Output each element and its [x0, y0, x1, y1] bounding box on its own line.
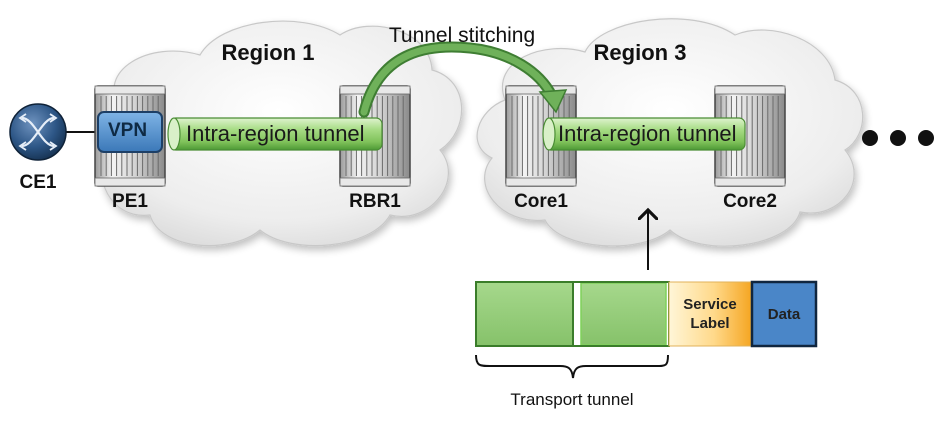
- data-label: Data: [767, 306, 801, 323]
- ellipsis-more-regions: [862, 130, 934, 146]
- transport-tunnel-brace: [475, 354, 669, 379]
- vpn-instance: [97, 111, 163, 153]
- region-3-label: Region 3: [593, 40, 687, 65]
- transport-label-2: [580, 282, 667, 346]
- pe1-label: PE1: [112, 191, 148, 212]
- transport-tunnel-label: Transport tunnel: [510, 390, 634, 409]
- vpn-label: VPN: [108, 120, 148, 141]
- service-label-block: [668, 281, 752, 347]
- packet-structure: [475, 280, 818, 348]
- core2-label: Core2: [723, 191, 777, 212]
- service-label-text: Service Label: [669, 295, 751, 333]
- service-label-line-1: Service: [683, 296, 737, 313]
- rbr1-label: RBR1: [349, 191, 401, 212]
- tunnel-1-label: Intra-region tunnel: [186, 121, 365, 146]
- region-1-label: Region 1: [221, 40, 315, 65]
- transport-label-1: [475, 281, 574, 347]
- ce1-label: CE1: [19, 172, 57, 193]
- tunnel-stitching-label: Tunnel stitching: [388, 24, 536, 47]
- intra-region-tunnel-1: [167, 117, 383, 151]
- core2-router-icon: [714, 85, 786, 187]
- ce1-router-icon: [9, 103, 67, 161]
- data-block: [750, 280, 818, 348]
- tunnel-stitching-arrow: [358, 41, 568, 118]
- tunnel-2-label: Intra-region tunnel: [558, 121, 737, 146]
- intra-region-tunnel-2: [542, 117, 746, 151]
- service-label-line-2: Label: [690, 315, 730, 332]
- core1-label: Core1: [514, 191, 568, 212]
